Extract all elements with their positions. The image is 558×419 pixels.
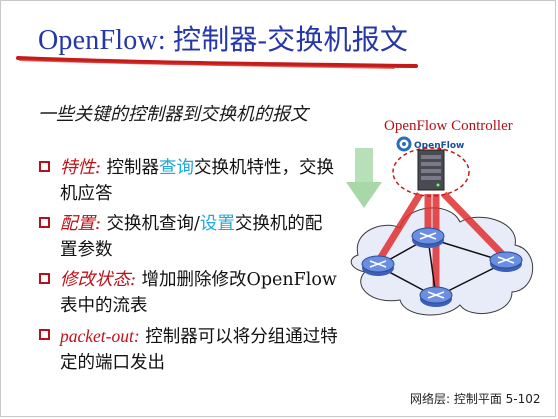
intro-text: 一些关键的控制器到交换机的报文 [38,104,308,125]
slide-footer: 网络层: 控制平面 5-102 [410,392,541,406]
bullet-box-icon [39,329,50,340]
bullet-text: 控制器 [100,158,159,178]
bullet-term: 修改状态: [60,270,136,290]
bullet-box-icon [39,161,50,172]
bullet-modify-state: 修改状态: 增加删除修改OpenFlow表中的流表 [38,267,338,319]
bullet-text: 交换机特性，交换机应答 [60,158,334,204]
slide-title: OpenFlow: 控制器-交换机报文 [38,25,409,56]
controller-label: OpenFlow Controller [384,118,513,134]
bullet-packet-out: packet-out: 控制器可以将分组通过特定的端口发出 [38,323,338,376]
title-underline [16,56,418,69]
bullet-box-icon [39,217,50,228]
bullet-term: 配置: [60,214,101,234]
bullet-text: 交换机查询/ [100,214,200,234]
bullet-term: 特性: [60,158,101,178]
bullet-highlight: 设置 [199,214,235,234]
bullet-text: 增加删除修改OpenFlow表中的流表 [60,270,337,316]
bullet-highlight: 查询 [158,158,194,178]
bullet-box-icon [39,273,50,284]
bullet-text: 交换机的配置参数 [60,214,323,260]
bullet-term: packet-out: [60,326,140,346]
bullet-features: 特性: 控制器查询交换机特性，交换机应答 [38,155,338,207]
bullet-list: 特性: 控制器查询交换机特性，交换机应答 配置: 交换机查询/设置交换机的配置参… [38,155,338,380]
bullet-config: 配置: 交换机查询/设置交换机的配置参数 [38,211,338,263]
bullet-text: 控制器可以将分组通过特定的端口发出 [60,327,338,373]
